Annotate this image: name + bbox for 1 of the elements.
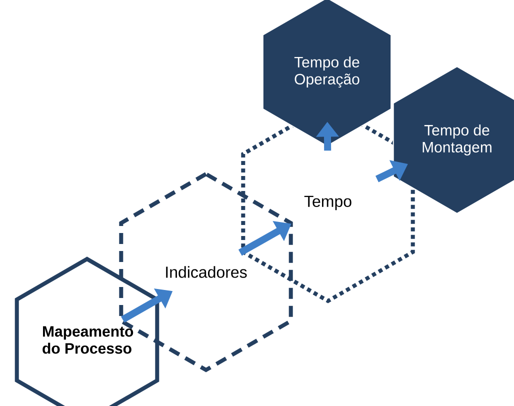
hexagon: Tempo de Operação bbox=[262, 0, 392, 147]
